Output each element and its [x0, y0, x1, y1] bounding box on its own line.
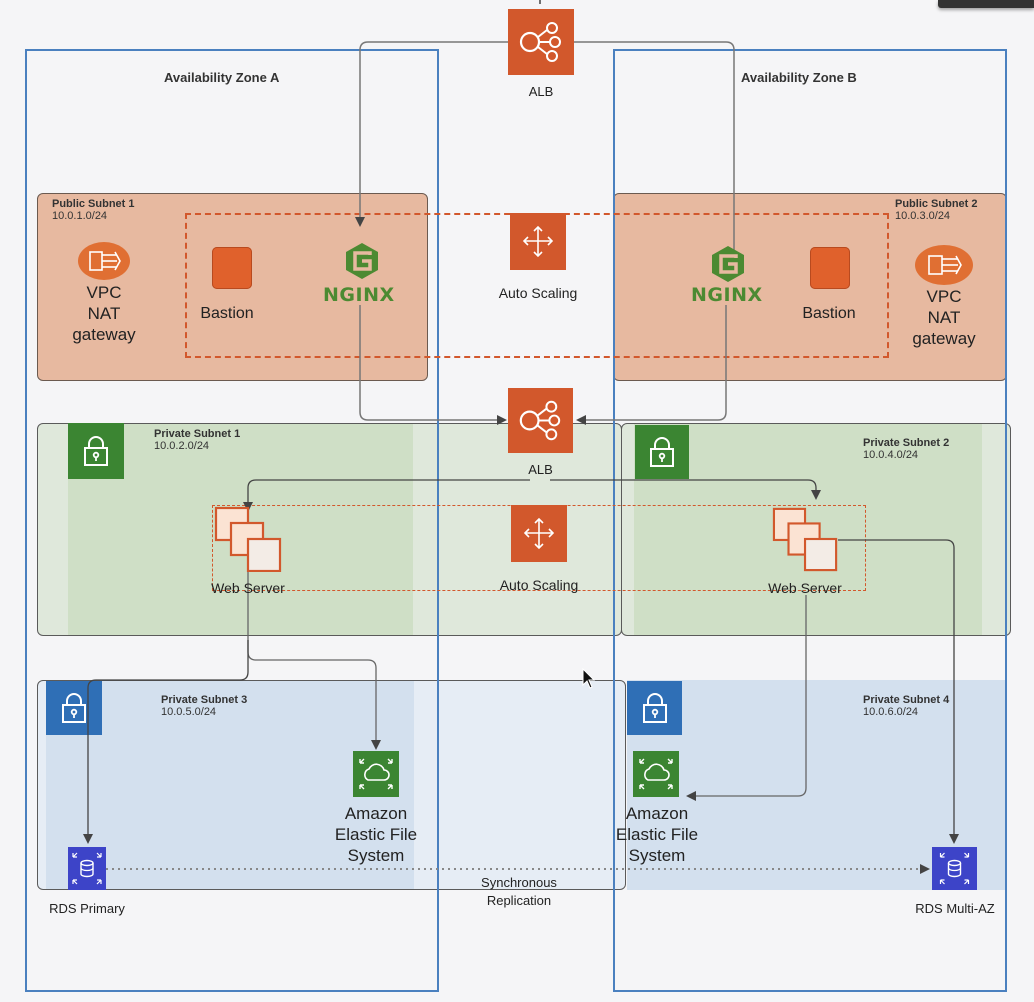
az-b-title: Availability Zone B	[741, 70, 857, 85]
rds-icon[interactable]	[932, 847, 977, 890]
web-b-to-efs	[686, 595, 807, 801]
private-subnet-3	[37, 680, 626, 890]
nginx-logo[interactable]	[707, 243, 749, 285]
auto-scaling-icon[interactable]	[510, 213, 566, 270]
lock-icon	[68, 423, 124, 479]
bastion-a-label: Bastion	[200, 305, 254, 322]
replication-line1: Synchronous	[481, 875, 557, 890]
public-subnet-2-label: Public Subnet 2 10.0.3.0/24	[895, 198, 978, 222]
lock-icon	[46, 681, 102, 735]
efs-line1: Amazon	[625, 804, 689, 823]
lock-icon	[635, 425, 689, 479]
nat-line3: gateway	[912, 329, 976, 348]
nginx-logo[interactable]	[341, 240, 383, 282]
rds-primary-label: RDS Primary	[49, 901, 125, 916]
private-subnet-4-label: Private Subnet 4 10.0.6.0/24	[863, 694, 949, 718]
mouse-cursor-icon	[582, 667, 596, 690]
efs-icon[interactable]	[353, 751, 399, 797]
alb-to-web-b	[550, 479, 821, 500]
web-server-b-label: Web Server	[768, 580, 842, 596]
public-subnet-2-cidr: 10.0.3.0/24	[895, 210, 951, 222]
nat-line3: gateway	[72, 325, 136, 344]
nat-gateway-icon[interactable]	[914, 244, 974, 286]
nat-line2: NAT	[87, 304, 121, 323]
bastion-icon[interactable]	[212, 247, 252, 289]
alb-to-web-a	[243, 479, 530, 512]
nat-line2: NAT	[927, 308, 961, 327]
bastion-b-label: Bastion	[802, 305, 856, 322]
auto-scaling-public-label: Auto Scaling	[498, 285, 578, 301]
efs-line1: Amazon	[344, 804, 408, 823]
private-subnet-2-label: Private Subnet 2 10.0.4.0/24	[863, 437, 949, 461]
nginx-b-to-alb	[576, 305, 727, 425]
efs-line2: Elastic File	[615, 825, 699, 844]
public-subnet-2-title: Public Subnet 2	[895, 198, 978, 210]
web-server-icon[interactable]	[214, 506, 284, 573]
private-subnet-1-title: Private Subnet 1	[154, 428, 241, 440]
public-subnet-1-cidr: 10.0.1.0/24	[52, 210, 108, 222]
private-subnet-1-cidr: 10.0.2.0/24	[154, 440, 210, 452]
efs-line3: System	[347, 846, 405, 865]
private-subnet-3-fill	[46, 681, 414, 889]
efs-icon[interactable]	[633, 751, 679, 797]
auto-scaling-private-label: Auto Scaling	[499, 577, 579, 593]
rds-multi-az-label: RDS Multi-AZ	[915, 901, 995, 916]
availability-zone-b	[613, 49, 1007, 992]
efs-a-label: Amazon Elastic File System	[316, 803, 436, 866]
nginx-b-label: NGINX	[691, 284, 763, 306]
alb-to-nginx-b	[574, 41, 735, 250]
nat-line1: VPC	[86, 283, 122, 302]
nginx-a-label: NGINX	[323, 284, 395, 306]
public-subnet-1-label: Public Subnet 1 10.0.1.0/24	[52, 198, 135, 222]
nat-gateway-b-label: VPC NAT gateway	[894, 286, 994, 349]
alb-internal-label: ALB	[528, 462, 553, 477]
efs-b-label: Amazon Elastic File System	[597, 803, 717, 866]
rds-icon[interactable]	[68, 847, 106, 890]
bastion-icon[interactable]	[810, 247, 850, 289]
alb-to-nginx-a	[355, 41, 508, 227]
nginx-a-to-alb	[359, 305, 507, 425]
replication-label: Synchronous Replication	[459, 874, 579, 910]
private-subnet-2-cidr: 10.0.4.0/24	[863, 449, 919, 461]
private-subnet-4-cidr: 10.0.6.0/24	[863, 706, 919, 718]
private-subnet-3-title: Private Subnet 3	[161, 694, 248, 706]
nat-line1: VPC	[926, 287, 962, 306]
alb-icon[interactable]	[508, 388, 573, 453]
efs-line2: Elastic File	[334, 825, 418, 844]
alb-top-label: ALB	[528, 84, 554, 99]
nat-gateway-a-label: VPC NAT gateway	[54, 282, 154, 345]
az-a-title: Availability Zone A	[164, 70, 280, 85]
web-server-icon[interactable]	[772, 506, 840, 572]
replication-line2: Replication	[486, 893, 552, 908]
private-subnet-2-title: Private Subnet 2	[863, 437, 950, 449]
lock-icon	[627, 681, 682, 735]
private-subnet-3-cidr: 10.0.5.0/24	[161, 706, 217, 718]
private-subnet-3-label: Private Subnet 3 10.0.5.0/24	[161, 694, 247, 718]
nat-gateway-icon[interactable]	[77, 241, 131, 281]
public-subnet-1-title: Public Subnet 1	[52, 198, 135, 210]
auto-scaling-icon[interactable]	[511, 505, 567, 562]
efs-line3: System	[628, 846, 686, 865]
private-subnet-4-title: Private Subnet 4	[863, 694, 950, 706]
availability-zone-a	[25, 49, 439, 992]
window-edge	[938, 0, 1034, 8]
web-b-to-rds-multi-az	[838, 539, 959, 844]
alb-icon[interactable]	[508, 9, 574, 75]
web-server-a-label: Web Server	[211, 580, 285, 596]
web-a-to-rds-primary	[83, 640, 249, 844]
private-subnet-1-label: Private Subnet 1 10.0.2.0/24	[154, 428, 240, 452]
